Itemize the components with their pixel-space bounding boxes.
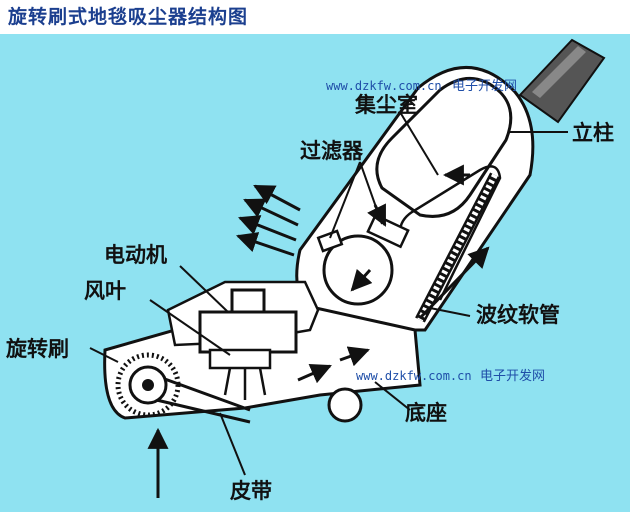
watermark-site-name: 电子开发网: [480, 368, 545, 384]
label-filter: 过滤器: [300, 139, 364, 163]
label-belt: 皮带: [230, 479, 272, 503]
label-column: 立柱: [572, 121, 614, 145]
label-motor: 电动机: [104, 243, 167, 267]
diagram-title: 旋转刷式地毯吸尘器结构图: [8, 6, 249, 28]
label-dust-chamber: 集尘室: [354, 93, 418, 117]
label-rotating-brush: 旋转刷: [5, 337, 69, 361]
watermark-url: www.dzkfw.com.cn: [356, 369, 472, 383]
label-base: 底座: [405, 401, 447, 425]
corrugated-hose: [415, 172, 500, 323]
watermark-bottom: www.dzkfw.com.cn 电子开发网: [356, 368, 545, 384]
watermark-site-name: 电子开发网: [452, 78, 517, 94]
fan-blades: [208, 348, 272, 400]
watermark-top: www.dzkfw.com.cn 电子开发网: [326, 78, 517, 94]
base-wheel: [327, 387, 363, 423]
leader-lines: [89, 111, 568, 476]
label-fan: 风叶: [84, 279, 126, 303]
watermark-url: www.dzkfw.com.cn: [326, 79, 442, 93]
label-corrugated-hose: 波纹软管: [476, 303, 560, 327]
airflow-arrows: [147, 164, 490, 498]
diagram-panel: 集尘室 立柱 过滤器 电动机 风叶 旋转刷 波纹软管 底座 皮带 www.dzk…: [0, 34, 630, 512]
rotating-brush: [115, 352, 181, 418]
handle: [518, 38, 606, 124]
